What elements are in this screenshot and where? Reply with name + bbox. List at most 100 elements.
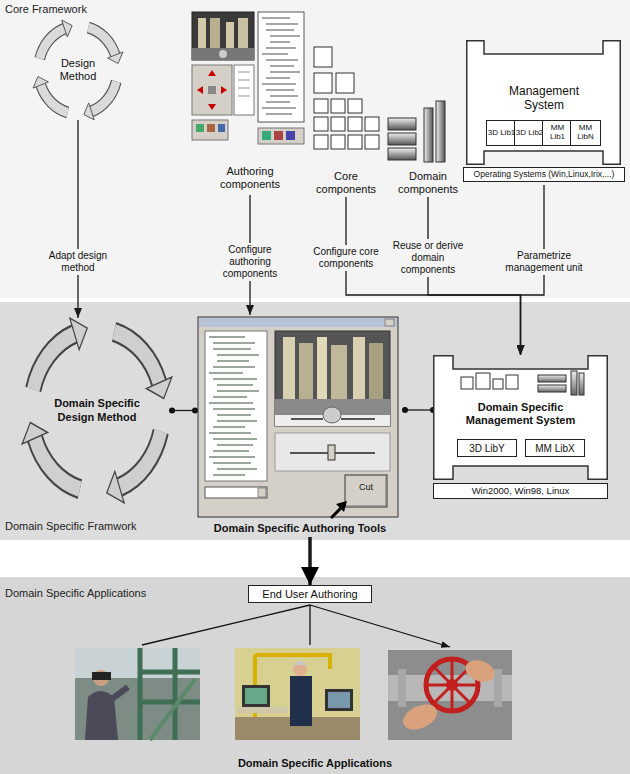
authoring-screens-part	[198, 18, 206, 48]
component-squares-part	[314, 99, 328, 113]
component-squares-part	[348, 117, 362, 131]
application-photos-part	[293, 662, 307, 676]
component-caption: Domain Specific Authoring Tools	[195, 522, 405, 535]
cycle-node: Design Method	[33, 20, 123, 120]
box-label: 3D LibY	[469, 443, 505, 454]
process-box: 3D LibY	[457, 439, 517, 457]
connector	[77, 120, 78, 318]
authoring-screens-part	[274, 131, 283, 140]
spool-outline-part	[579, 373, 584, 395]
authoring-screens-part	[210, 18, 220, 48]
authoring-tool-window-part	[205, 331, 267, 481]
authoring-screens-part	[208, 86, 216, 94]
authoring-tool-window-part	[331, 507, 342, 518]
authoring-tool-window-part	[209, 337, 259, 475]
application-photos-part	[112, 687, 128, 699]
system-node: Management System3D Lib13D Lib2MM Lib1MM…	[463, 40, 625, 185]
authoring-tool-window-part	[317, 337, 327, 399]
button-label: Cut	[345, 482, 387, 492]
authoring-screens-part	[207, 124, 215, 132]
connector	[172, 410, 195, 411]
component-squares-part	[331, 117, 345, 131]
component-squares-part	[348, 99, 362, 113]
system-label: Domain Specific Management System	[456, 401, 586, 427]
cycle-arrows-part	[84, 81, 116, 120]
authoring-screens-part	[192, 48, 254, 60]
box-label: Operating Systems (Win,Linux,Irix,...)	[474, 170, 615, 179]
application-photos-part	[399, 699, 441, 734]
cycle-arrows-part	[33, 318, 87, 389]
component-squares-part	[365, 135, 379, 149]
application-photos-part	[398, 669, 406, 707]
cycle-node: Domain Specific Design Method	[22, 318, 172, 503]
application-photos-part	[150, 679, 195, 740]
authoring-tool-window-part	[258, 488, 266, 497]
figure-caption: Domain Specific Applications	[0, 757, 630, 769]
component-bars-part	[436, 101, 445, 162]
component-caption: Core components	[306, 170, 386, 196]
spool-outline-part	[538, 385, 566, 392]
band-label: Domain Specific Framwork	[5, 520, 136, 532]
component-squares-part	[314, 73, 332, 93]
box-label: Win2000, Win98, Linux	[472, 486, 570, 496]
process-box: 3D Lib1	[486, 120, 517, 146]
authoring-screens	[190, 10, 310, 160]
component-bars-part	[424, 108, 433, 162]
application-photos-part	[235, 648, 360, 740]
authoring-screens-part	[258, 12, 304, 122]
box-label: MM LibN	[571, 124, 600, 142]
system-node: Domain Specific Management System 3D LibY…	[433, 355, 608, 498]
framework-band: Domain Specific Framwork Domain Specific…	[0, 302, 630, 540]
application-photos-part	[293, 661, 307, 665]
application-photos-part	[290, 676, 312, 726]
application-photos-part	[462, 656, 497, 685]
component-squares-part	[348, 135, 362, 149]
box-label: MM Lib1	[543, 124, 572, 142]
application-photos-part	[142, 605, 450, 647]
process-box: MM LibX	[525, 439, 585, 457]
authoring-tool-window-part	[291, 418, 375, 420]
authoring-tool-window	[195, 315, 405, 520]
authoring-tool-window-part	[199, 318, 397, 327]
application-photos-part	[245, 688, 267, 704]
application-photos-part	[75, 648, 200, 740]
spool-outline-part	[461, 373, 518, 389]
authoring-tool-window-part	[328, 445, 335, 460]
connector	[405, 409, 433, 410]
spool-outline-part	[467, 41, 621, 165]
framework-band: Domain Specific Applications End User Aut…	[0, 577, 630, 774]
component-group: Domain Specific Authoring Tools Cut	[195, 315, 405, 537]
component-caption: Authoring components	[205, 165, 295, 191]
authoring-tool-window-part	[323, 407, 341, 423]
component-group: Core components	[306, 45, 386, 197]
band-label: Domain Specific Applications	[5, 587, 146, 599]
authoring-screens-part	[197, 86, 203, 94]
connector	[308, 537, 312, 585]
edge-label: Reuse or derive domain components	[388, 239, 468, 277]
component-group: Authoring components	[190, 10, 310, 195]
authoring-screens-part	[192, 120, 228, 140]
box-label: 3D Lib2	[516, 129, 544, 138]
component-squares-part	[331, 99, 345, 113]
spool-outline-part	[493, 379, 503, 389]
authoring-tool-window-part	[331, 345, 347, 399]
authoring-screens-part	[286, 131, 295, 140]
authoring-tool-window-part	[299, 343, 313, 399]
edge-label: Parametrize management unit	[501, 249, 587, 275]
component-squares-part	[336, 73, 354, 93]
band-label: Core Framework	[5, 3, 87, 15]
component-bars-part	[388, 148, 416, 160]
component-bars-part	[388, 118, 416, 130]
authoring-screens-part	[238, 72, 250, 96]
spool-outline-part	[461, 377, 473, 389]
process-box: End User Authoring	[248, 585, 372, 603]
application-photos-part	[92, 672, 111, 680]
box-label: MM LibX	[535, 443, 574, 454]
authoring-screens-part	[221, 86, 227, 94]
authoring-screens-part	[218, 124, 225, 132]
authoring-screens-part	[234, 65, 254, 115]
edge-label: Adapt design method	[40, 249, 116, 275]
authoring-screens-part	[208, 104, 216, 110]
cycle-arrows-part	[107, 432, 161, 503]
